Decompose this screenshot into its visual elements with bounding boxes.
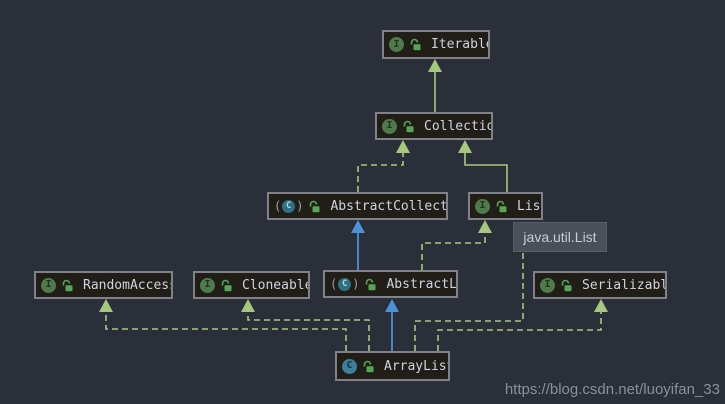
lock-icon [221,279,232,291]
node-label: List [517,198,541,214]
interface-icon: I [475,198,490,214]
edge-arraylist-randomaccess [99,299,347,351]
lock-icon [62,279,73,291]
lock-icon [366,278,376,290]
edge-abstractlist-abstractcollection [351,220,365,270]
abstract-class-icon: (C) [330,277,360,291]
lock-icon [561,279,572,291]
node-label: Collection [424,118,491,134]
interface-icon: I [540,277,555,293]
node-abstract-list[interactable]: (C) AbstractList [323,270,458,298]
node-serializable[interactable]: I Serializable [533,271,667,299]
tooltip-text: java.util.List [523,229,597,245]
node-array-list[interactable]: C ArrayList [335,351,450,381]
interface-icon: I [389,37,404,52]
watermark-url: https://blog.csdn.net/luoyifan_33 [504,381,720,398]
lock-icon [310,200,320,212]
node-label: Cloneable [242,277,310,293]
edge-list-collection [458,140,508,192]
node-label: AbstractCollection [330,198,448,214]
interface-icon: I [382,118,397,134]
edge-abstractcollection-collection [357,140,410,192]
node-label: RandomAccess [83,277,173,293]
interface-icon: I [41,277,56,293]
node-random-access[interactable]: I RandomAccess [34,271,173,299]
node-collection[interactable]: I Collection [375,112,493,140]
node-list[interactable]: I List [468,192,543,220]
node-cloneable[interactable]: I Cloneable [193,271,310,299]
lock-icon [363,360,374,372]
node-abstract-collection[interactable]: (C) AbstractCollection [267,192,448,220]
node-label: AbstractList [386,276,457,292]
node-label: ArrayList [384,358,450,374]
node-iterable[interactable]: I Iterable [382,30,490,59]
lock-icon [410,38,421,51]
class-icon: C [342,358,357,374]
edge-arraylist-abstractlist [385,299,399,351]
abstract-class-icon: (C) [274,199,304,213]
lock-icon [496,200,507,212]
lock-icon [403,120,414,132]
tooltip-java-util-list: java.util.List [513,222,607,252]
edge-arraylist-list [414,221,524,351]
interface-icon: I [200,277,215,293]
edge-arraylist-cloneable [241,299,370,351]
node-label: Iterable [431,37,490,52]
node-label: Serializable [582,277,667,293]
edge-collection-iterable [428,59,442,112]
edge-arraylist-serializable [437,299,608,351]
edge-abstractlist-list [421,220,492,270]
